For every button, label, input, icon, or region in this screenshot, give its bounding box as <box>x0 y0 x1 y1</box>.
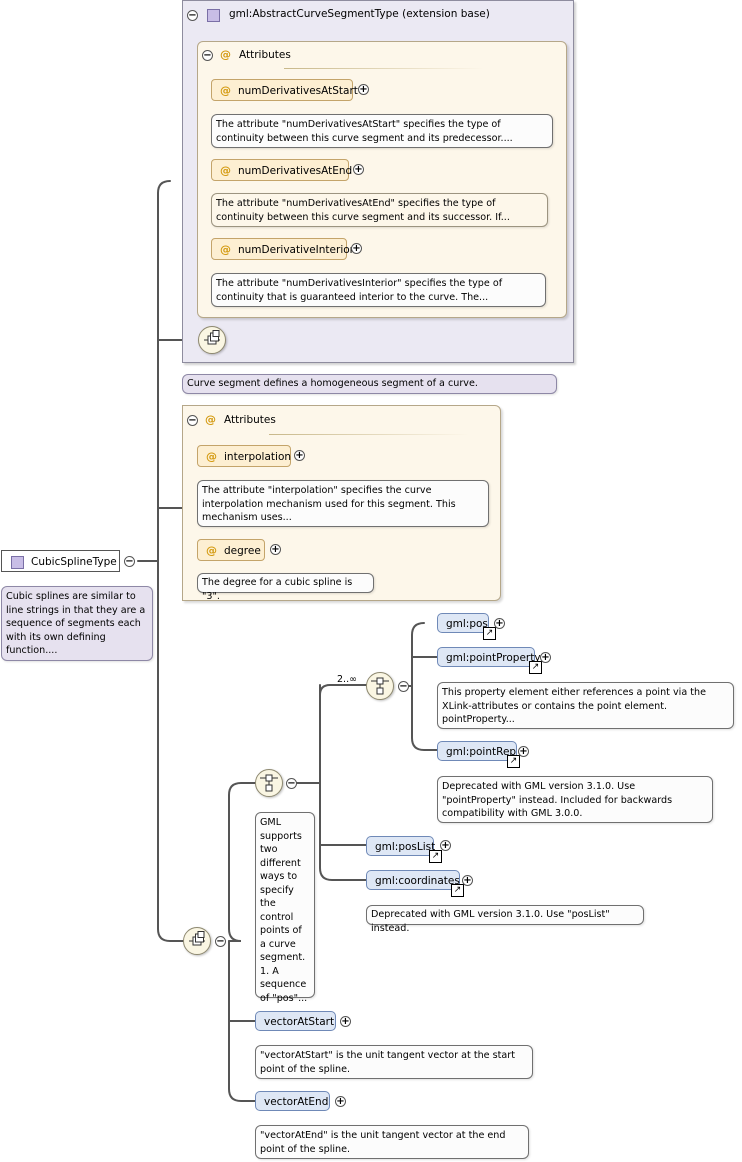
attribute-icon: @ <box>220 164 231 177</box>
element-gml-posList[interactable]: gml:posList <box>366 836 436 856</box>
element-name: gml:coordinates <box>375 875 460 887</box>
expand-icon[interactable]: + <box>340 1016 351 1027</box>
attribute-name: numDerivativesAtEnd <box>238 165 353 177</box>
root-type-doc: Cubic splines are similar to line string… <box>1 586 153 661</box>
attribute-name: degree <box>224 545 261 557</box>
complex-type-icon <box>11 556 24 569</box>
collapse-icon[interactable]: − <box>286 778 297 789</box>
expand-icon[interactable]: + <box>540 652 551 663</box>
attribute-icon: @ <box>206 544 217 557</box>
element-gml-pointProperty[interactable]: gml:pointProperty <box>437 647 541 667</box>
attribute-numDerivativeInterior[interactable]: @ numDerivativeInterior <box>211 238 354 260</box>
choice-doc: GML supports two different ways to speci… <box>255 812 315 1004</box>
reference-arrow-icon: ↗ <box>451 884 464 897</box>
reference-arrow-icon: ↗ <box>507 755 520 768</box>
element-name: gml:pointRep <box>446 746 517 758</box>
extension-doc: Curve segment defines a homogeneous segm… <box>182 374 557 394</box>
element-name: vectorAtStart <box>264 1016 335 1028</box>
attribute-name: numDerivativesAtStart <box>238 85 358 97</box>
attribute-degree[interactable]: @ degree <box>197 539 265 561</box>
element-gml-pos[interactable]: gml:pos <box>437 613 489 633</box>
reference-arrow-icon: ↗ <box>529 661 542 674</box>
element-name: vectorAtEnd <box>264 1096 329 1108</box>
element-gml-coordinates[interactable]: gml:coordinates <box>366 870 460 890</box>
attributes-title: Attributes <box>239 49 291 61</box>
expand-icon[interactable]: + <box>494 618 505 629</box>
collapse-icon[interactable]: − <box>187 415 198 426</box>
choice-glyph <box>260 774 278 792</box>
element-gml-pointRep[interactable]: gml:pointRep <box>437 741 517 761</box>
element-vectorAtStart[interactable]: vectorAtStart <box>255 1011 336 1031</box>
attributes-title: Attributes <box>224 414 276 426</box>
sequence-glyph <box>189 931 205 946</box>
complex-type-icon <box>207 9 220 22</box>
element-doc: "vectorAtEnd" is the unit tangent vector… <box>255 1125 529 1159</box>
element-name: gml:posList <box>375 841 436 853</box>
attribute-doc: The attribute "numDerivativesInterior" s… <box>211 273 546 307</box>
collapse-icon[interactable]: − <box>124 556 135 567</box>
extension-base-title: gml:AbstractCurveSegmentType (extension … <box>229 8 490 20</box>
attribute-icon: @ <box>220 243 231 256</box>
attribute-icon: @ <box>205 413 216 426</box>
element-name: gml:pos <box>446 618 488 630</box>
expand-icon[interactable]: + <box>358 84 369 95</box>
attribute-doc: The degree for a cubic spline is "3". <box>197 573 374 602</box>
expand-icon[interactable]: + <box>353 164 364 175</box>
attribute-doc: The attribute "interpolation" specifies … <box>197 480 489 527</box>
sequence-compositor-icon[interactable] <box>183 927 211 955</box>
element-vectorAtEnd[interactable]: vectorAtEnd <box>255 1091 330 1111</box>
attribute-name: interpolation <box>224 451 292 463</box>
element-name: gml:pointProperty <box>446 652 541 664</box>
cardinality-label: 2..∞ <box>337 674 357 685</box>
reference-arrow-icon: ↗ <box>483 627 496 640</box>
element-doc: Deprecated with GML version 3.1.0. Use "… <box>437 776 713 823</box>
root-type-name: CubicSplineType <box>31 556 117 568</box>
expand-icon[interactable]: + <box>351 243 362 254</box>
expand-icon[interactable]: + <box>270 544 281 555</box>
reference-arrow-icon: ↗ <box>429 850 442 863</box>
attribute-icon: @ <box>220 84 231 97</box>
expand-icon[interactable]: + <box>440 840 451 851</box>
sequence-glyph <box>204 330 220 345</box>
choice-compositor-icon[interactable] <box>366 672 394 700</box>
expand-icon[interactable]: + <box>335 1096 346 1107</box>
element-doc: "vectorAtStart" is the unit tangent vect… <box>255 1045 533 1079</box>
attribute-numDerivativesAtStart[interactable]: @ numDerivativesAtStart <box>211 79 358 101</box>
attribute-icon: @ <box>206 450 217 463</box>
collapse-icon[interactable]: − <box>215 936 226 947</box>
element-doc: Deprecated with GML version 3.1.0. Use "… <box>366 905 644 934</box>
element-doc: This property element either references … <box>437 682 734 729</box>
choice-compositor-icon[interactable] <box>255 769 283 797</box>
attribute-icon: @ <box>220 48 231 61</box>
choice-glyph <box>371 677 389 695</box>
extension-base-box: − gml:AbstractCurveSegmentType (extensio… <box>182 0 574 363</box>
attribute-interpolation[interactable]: @ interpolation <box>197 445 291 467</box>
expand-icon[interactable]: + <box>518 746 529 757</box>
attribute-doc: The attribute "numDerivativesAtStart" sp… <box>211 114 553 148</box>
expand-icon[interactable]: + <box>462 875 473 886</box>
attribute-doc: The attribute "numDerivativesAtEnd" spec… <box>211 193 548 227</box>
collapse-icon[interactable]: − <box>398 681 409 692</box>
root-type-box[interactable]: CubicSplineType <box>1 550 120 572</box>
collapse-icon[interactable]: − <box>202 50 213 61</box>
sequence-compositor-icon[interactable] <box>198 326 226 354</box>
attribute-numDerivativesAtEnd[interactable]: @ numDerivativesAtEnd <box>211 159 353 181</box>
collapse-icon[interactable]: − <box>187 10 198 21</box>
attribute-name: numDerivativeInterior <box>238 244 354 256</box>
expand-icon[interactable]: + <box>294 450 305 461</box>
